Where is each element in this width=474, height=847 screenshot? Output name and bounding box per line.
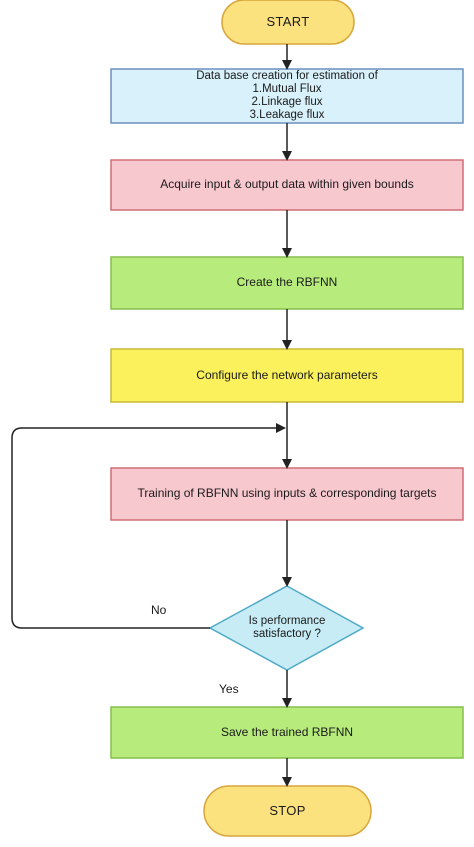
start-label: START: [266, 13, 310, 29]
configure-label: Configure the network parameters: [196, 367, 378, 382]
training-process: [110, 467, 464, 521]
connector-decision-no-loop: [11, 423, 286, 629]
decision-label: Is performance satisfactory ?: [248, 614, 326, 640]
database-text: Data base creation for estimation of 1.M…: [111, 69, 463, 123]
database-item-linkage-flux: 2.Linkage flux: [251, 96, 323, 108]
stop-label: STOP: [269, 802, 306, 818]
create-label: Create the RBFNN: [236, 275, 338, 290]
start-terminal: [221, 0, 355, 45]
database-item-mutual-flux: 1.Mutual Flux: [252, 83, 322, 96]
yes-branch-label: Yes: [219, 682, 239, 696]
database-item-leakage-flux: 3.Leakage flux: [249, 108, 325, 121]
configure-process: [110, 348, 464, 403]
save-label: Save the trained RBFNN: [220, 724, 354, 739]
no-branch-label: No: [151, 603, 167, 617]
acquire-label: Acquire input & output data within given…: [160, 177, 414, 192]
create-process: [110, 256, 464, 310]
database-title: Data base creation for estimation of: [196, 70, 378, 83]
training-label: Training of RBFNN using inputs & corresp…: [137, 486, 437, 501]
database-process: [110, 68, 464, 124]
